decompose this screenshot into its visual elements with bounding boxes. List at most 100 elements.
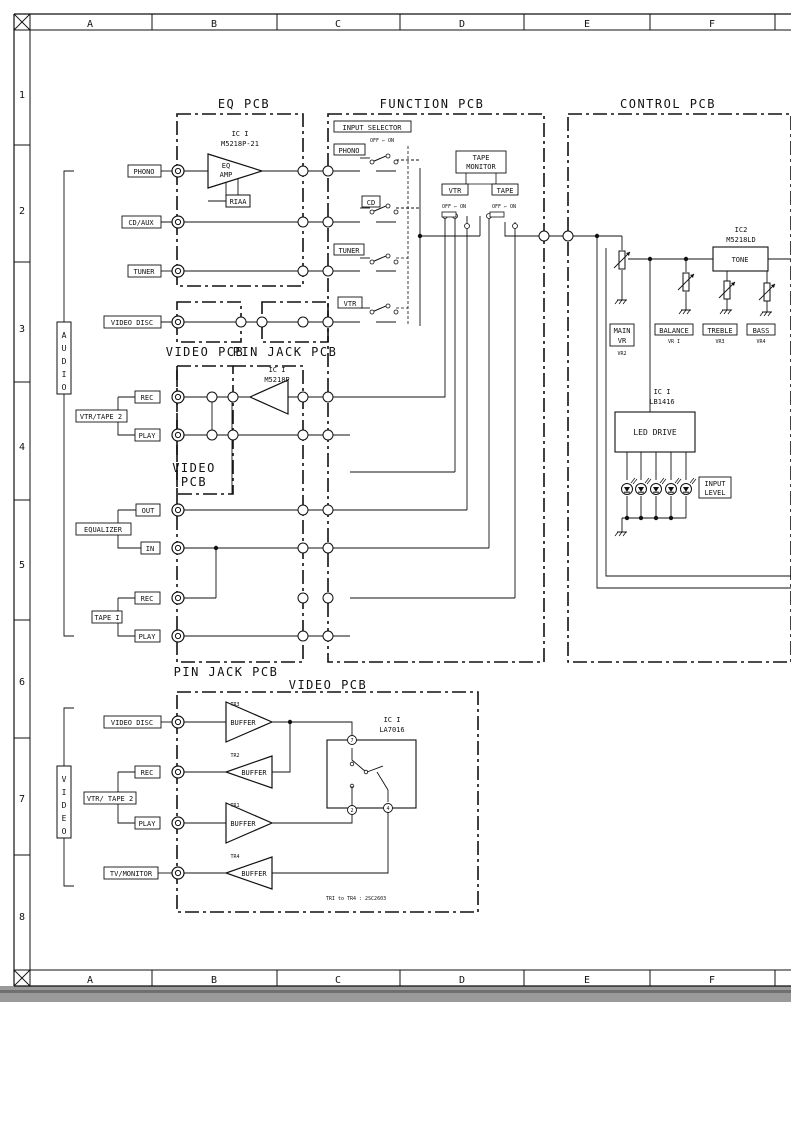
audio-group-label: A U D I O	[56, 321, 72, 395]
video-pcb-mid-title: VIDEO	[172, 461, 216, 475]
eq-pcb-title: EQ PCB	[218, 97, 270, 111]
ic2-ref: IC2	[735, 226, 748, 234]
balance-label: BALANCE	[659, 327, 689, 335]
audio-letter: O	[62, 383, 67, 392]
grid-frame	[13, 13, 791, 987]
video-letter: D	[62, 801, 67, 810]
audio-jack-labels	[75, 164, 162, 643]
pcb-outlines	[176, 113, 791, 913]
tape-monitor-label-2: MONITOR	[466, 163, 496, 171]
tr4-label: TR4	[230, 854, 239, 860]
tone-label: TONE	[732, 256, 749, 264]
audio-letter: U	[62, 344, 67, 353]
video-pcb-bottom-title: VIDEO PCB	[289, 678, 368, 692]
video-buffers: TR3 TR2 TR1 TR4 BUFFER BUFFER BUFFER BUF…	[224, 701, 274, 890]
audio-letter: I	[62, 370, 67, 379]
pin-2: 2	[350, 808, 353, 814]
selector-vtr: VTR	[344, 300, 357, 308]
video-jack-labels	[83, 715, 162, 880]
audio-letter: D	[62, 357, 67, 366]
video-jack-label-text: VIDEO DISC REC VTR/ TAPE 2 PLAY TV/MONIT…	[87, 719, 156, 878]
bass-ref: VR4	[756, 339, 765, 345]
eq-amp-label-2: AMP	[220, 171, 233, 179]
col-label-top: B	[211, 19, 217, 30]
video-jacks	[171, 715, 185, 880]
col-label-bottom: D	[459, 975, 465, 986]
tape-monitor-label-1: TAPE	[473, 154, 490, 162]
row-label: 4	[19, 442, 25, 453]
input-level-label-2: LEVEL	[704, 489, 725, 497]
tr1-label: TR1	[230, 803, 239, 809]
pin-4: 4	[386, 806, 389, 812]
video-letter: V	[62, 775, 67, 784]
video-play-label: PLAY	[139, 820, 157, 828]
row-label: 6	[19, 677, 25, 688]
tr3-label: TR3	[230, 702, 239, 708]
pin-jack-pcb-bottom-title: PIN JACK PCB	[174, 665, 279, 679]
tm-off-on-1: OFF ← ON	[442, 204, 466, 210]
la7016-part: LA7016	[379, 726, 404, 734]
eq-ic-ref: IC I	[232, 130, 249, 138]
tape1-label: TAPE I	[94, 614, 119, 622]
video-vtr-tape2-label: VTR/ TAPE 2	[87, 795, 133, 803]
selector-phono: PHONO	[338, 147, 359, 155]
audio-jacks	[171, 164, 185, 643]
video-amp-ic-part: M5218P	[264, 376, 289, 384]
col-label-top: F	[709, 19, 715, 30]
input-level-label-1: INPUT	[704, 480, 726, 488]
main-vr-ref: VR2	[617, 351, 626, 357]
led-drive-label: LED DRIVE	[633, 428, 677, 437]
eq-ic-part: M5218P-21	[221, 140, 259, 148]
video-pcb-mid-title-2: PCB	[181, 475, 207, 489]
video-rec-label: REC	[141, 769, 154, 777]
buffer-label-tr4: BUFFER	[241, 870, 267, 878]
video-pcb-amp: IC I M5218P	[248, 366, 290, 415]
cd-aux-label: CD/AUX	[128, 219, 154, 227]
tape1-rec-label: REC	[141, 595, 154, 603]
row-label: 2	[19, 206, 25, 217]
out-label: OUT	[142, 507, 155, 515]
led-drive-ic: LED DRIVE IC I LB1416 INPUT LEVEL	[614, 388, 732, 537]
col-label-bottom: F	[709, 975, 715, 986]
control-pcb-title: CONTROL PCB	[620, 97, 716, 111]
row-label: 7	[19, 794, 25, 805]
video-letter: E	[62, 814, 67, 823]
pin-jack-pcb-top-title: PIN JACK PCB	[233, 345, 338, 359]
row-label: 5	[19, 560, 25, 571]
col-label-top: C	[335, 19, 341, 30]
riaa-label: RIAA	[230, 198, 248, 206]
row-label: 3	[19, 324, 25, 335]
function-pcb-title: FUNCTION PCB	[380, 97, 485, 111]
selector-tuner: TUNER	[338, 247, 360, 255]
junction-dots	[213, 213, 689, 725]
bass-label: BASS	[753, 327, 770, 335]
volume-controls: MAIN VR VR2 BALANCE VR I TREBLE VR3 BASS…	[609, 250, 776, 357]
control-wires	[396, 146, 409, 326]
main-vr-label-2: VR	[618, 337, 627, 345]
eq-amp-label-1: EQ	[222, 162, 230, 170]
tm-off-on-2: OFF ← ON	[492, 204, 516, 210]
equalizer-label: EQUALIZER	[84, 526, 123, 534]
off-on-label: OFF ← ON	[370, 138, 394, 144]
video-switch-ic: IC I LA7016 7 2 4 TRI to TR4 : 2SC2603	[326, 716, 417, 902]
tr2-label: TR2	[230, 753, 239, 759]
video-letter: I	[62, 788, 67, 797]
input-selector-label: INPUT SELECTOR	[342, 124, 402, 132]
balance-ref: VR I	[668, 339, 680, 345]
ic1-ref: IC I	[654, 388, 671, 396]
tuner-label: TUNER	[133, 268, 155, 276]
in-label: IN	[146, 545, 154, 553]
col-label-bottom: E	[584, 975, 590, 986]
video-disc-out-label: VIDEO DISC	[111, 719, 153, 727]
rec-label: REC	[141, 394, 154, 402]
play-label: PLAY	[139, 432, 157, 440]
tape-monitor-tape: TAPE	[497, 187, 514, 195]
main-vr-label-1: MAIN	[614, 327, 631, 335]
col-label-top: E	[584, 19, 590, 30]
pcb-titles: EQ PCB FUNCTION PCB CONTROL PCB VIDEO PC…	[166, 97, 716, 692]
video-amp-ic-ref: IC I	[269, 366, 286, 374]
video-letter: O	[62, 827, 67, 836]
eq-amp: IC I M5218P-21 EQ AMP RIAA	[207, 130, 264, 208]
tape1-play-label: PLAY	[139, 633, 157, 641]
